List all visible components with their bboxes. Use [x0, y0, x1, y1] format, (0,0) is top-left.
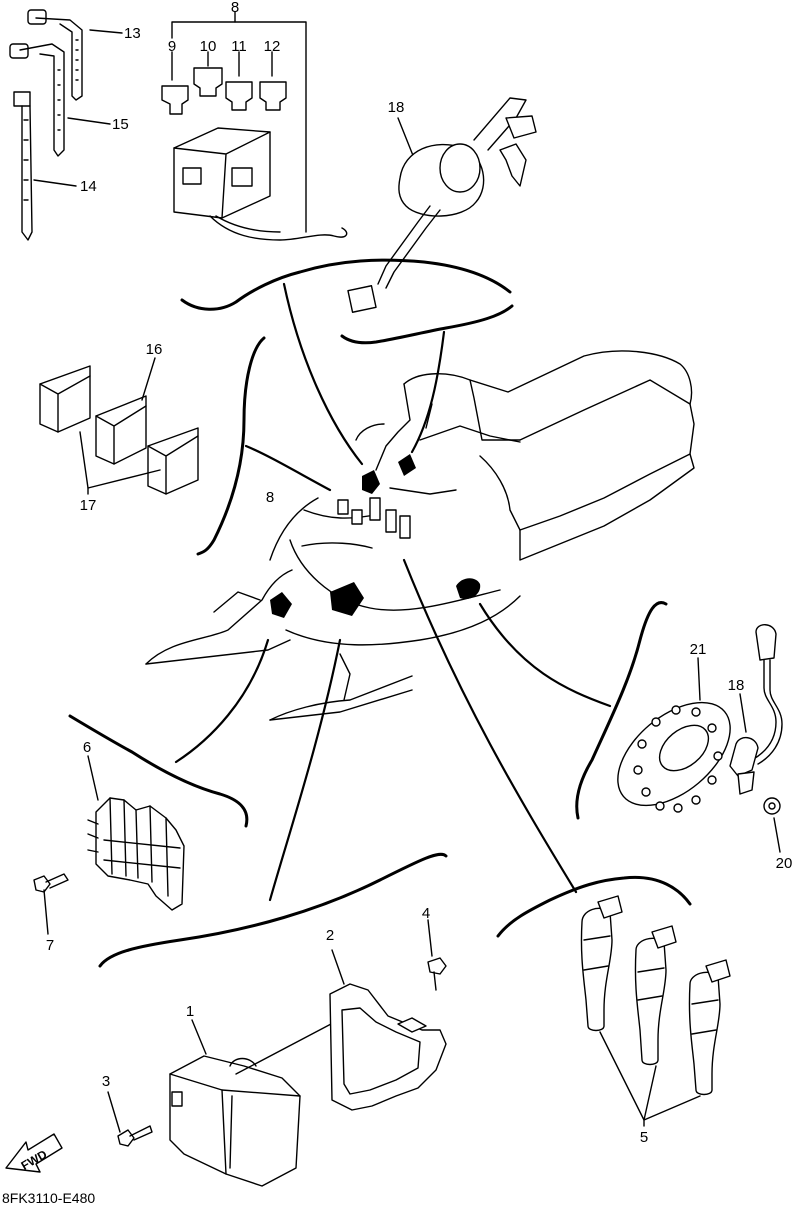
callout-3: 3 — [102, 1073, 110, 1090]
snowmobile-chassis — [145, 350, 695, 721]
callout-20: 20 — [776, 855, 793, 872]
callout-21: 21 — [690, 641, 707, 658]
callout-4: 4 — [422, 905, 430, 922]
callout-labels: 8 9 10 11 12 13 15 14 18 16 17 8 21 18 6… — [46, 0, 793, 1146]
relay-parts — [39, 357, 199, 495]
callout-10: 10 — [200, 38, 217, 55]
ignition-coil-parts — [580, 895, 731, 1127]
callout-14: 14 — [80, 178, 97, 195]
callout-1: 1 — [186, 1003, 194, 1020]
callout-9: 9 — [168, 38, 176, 55]
callout-5: 5 — [640, 1129, 648, 1146]
callout-8-top: 8 — [231, 0, 239, 16]
callout-12: 12 — [264, 38, 281, 55]
cdi-unit-parts — [107, 919, 447, 1187]
callout-7: 7 — [46, 937, 54, 954]
diagram-code: 8FK3110-E480 — [2, 1190, 95, 1206]
callout-15: 15 — [112, 116, 129, 133]
callout-11: 11 — [231, 38, 247, 55]
callout-16: 16 — [146, 341, 163, 358]
main-switch-parts — [347, 97, 537, 313]
cable-tie-parts — [9, 9, 123, 241]
callout-18: 18 — [388, 99, 405, 116]
pickup-coil-parts — [617, 624, 783, 853]
rectifier-regulator-parts — [33, 755, 185, 935]
callout-6: 6 — [83, 739, 91, 756]
callout-8-center: 8 — [266, 489, 274, 506]
callout-2: 2 — [326, 927, 334, 944]
callout-13: 13 — [124, 25, 141, 42]
fwd-arrow-icon: FWD — [5, 1133, 63, 1173]
callout-19: 18 — [728, 677, 745, 694]
harness-leader-lines — [68, 258, 692, 968]
fuse-box-parts — [161, 11, 348, 241]
callout-17: 17 — [80, 497, 97, 514]
